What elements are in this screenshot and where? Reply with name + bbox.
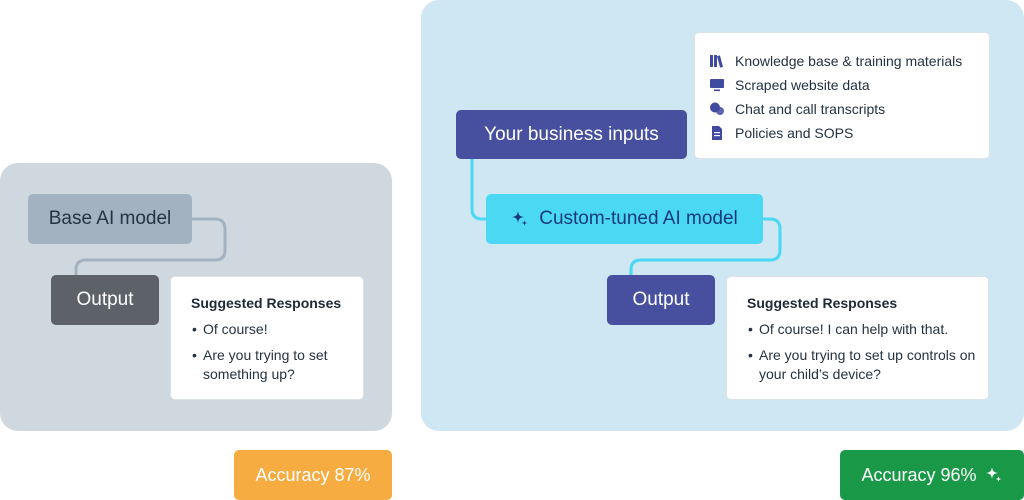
monitor-icon xyxy=(710,79,724,92)
custom-tuned-model-label: Custom-tuned AI model xyxy=(539,208,738,229)
base-output-node: Output xyxy=(51,275,159,325)
custom-to-output-connector xyxy=(629,217,782,275)
base-response-item: Are you trying to set something up? xyxy=(191,346,363,384)
custom-card-title: Suggested Responses xyxy=(747,295,898,311)
custom-accuracy-label: Accuracy 96% xyxy=(861,464,977,485)
base-response-item: Of course! xyxy=(191,320,363,339)
custom-output-label: Output xyxy=(632,289,690,310)
business-inputs-list: Knowledge base & training materials Scra… xyxy=(694,32,990,159)
input-item-website-data: Scraped website data xyxy=(709,73,989,97)
base-output-label: Output xyxy=(76,289,134,310)
base-suggested-responses-card: Suggested Responses Of course! Are you t… xyxy=(170,276,364,400)
base-to-output-connector xyxy=(74,217,227,275)
input-item-knowledge-base: Knowledge base & training materials xyxy=(709,49,989,73)
input-item-transcripts: Chat and call transcripts xyxy=(709,97,989,121)
books-icon xyxy=(710,55,723,68)
custom-suggested-responses-card: Suggested Responses Of course! I can hel… xyxy=(726,276,989,400)
input-item-policies: Policies and SOPS xyxy=(709,121,989,145)
document-icon xyxy=(712,126,722,140)
input-label: Chat and call transcripts xyxy=(735,101,886,117)
sparkle-icon xyxy=(512,211,528,226)
custom-response-item: Are you trying to set up controls on you… xyxy=(747,346,988,384)
base-card-title: Suggested Responses xyxy=(191,295,342,311)
business-inputs-node: Your business inputs xyxy=(456,110,687,159)
base-ai-model-label: Base AI model xyxy=(48,208,172,229)
input-label: Policies and SOPS xyxy=(735,125,854,141)
input-label: Knowledge base & training materials xyxy=(735,53,963,69)
custom-output-node: Output xyxy=(607,275,715,325)
inputs-to-custom-connector xyxy=(470,159,486,221)
base-accuracy-label: Accuracy 87% xyxy=(255,464,371,485)
custom-accuracy-badge: Accuracy 96% xyxy=(840,450,1024,500)
business-inputs-label: Your business inputs xyxy=(484,123,659,145)
custom-tuned-model-node: Custom-tuned AI model xyxy=(486,194,763,244)
custom-response-item: Of course! I can help with that. xyxy=(747,320,988,339)
chat-bubbles-icon xyxy=(710,102,724,115)
base-accuracy-badge: Accuracy 87% xyxy=(234,450,392,500)
base-ai-model-node: Base AI model xyxy=(28,194,192,244)
sparkle-icon xyxy=(985,467,1002,482)
input-label: Scraped website data xyxy=(735,77,870,93)
